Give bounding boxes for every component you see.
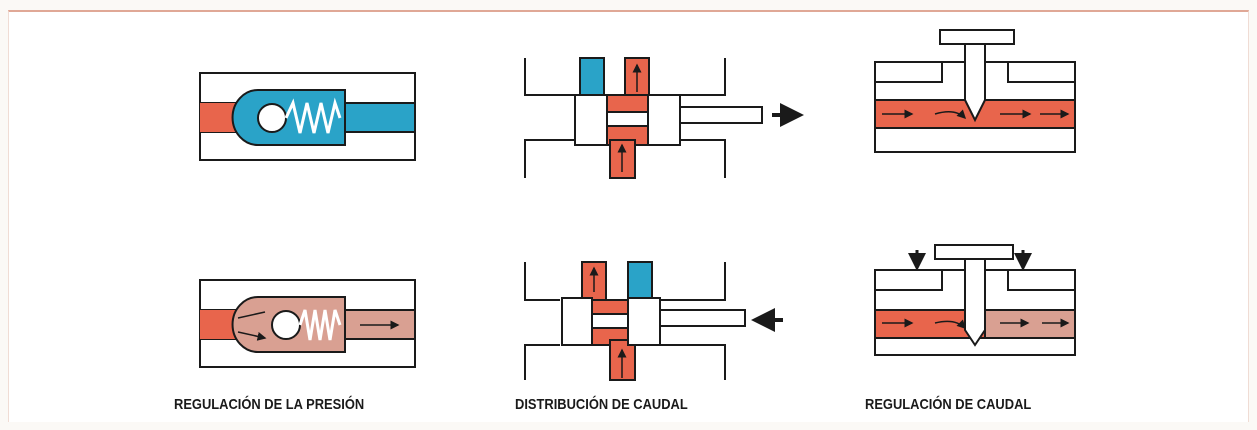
flow-distributor-top [524, 57, 804, 179]
spring-icon [298, 309, 342, 341]
caption-flow-regulation: REGULACIÓN DE CAUDAL [865, 396, 1032, 413]
flow-valve-throttled [874, 244, 1076, 356]
flow-valve-open [874, 29, 1076, 153]
ball-icon [271, 310, 301, 340]
spring-icon [284, 97, 342, 134]
caption-flow-distribution: DISTRIBUCIÓN DE CAUDAL [515, 396, 688, 413]
ball-icon [257, 103, 287, 133]
pressure-valve-open [199, 279, 416, 368]
caption-pressure-regulation: REGULACIÓN DE LA PRESIÓN [174, 396, 365, 413]
pressure-valve-closed [199, 72, 416, 161]
flow-distributor-bottom [524, 261, 783, 381]
